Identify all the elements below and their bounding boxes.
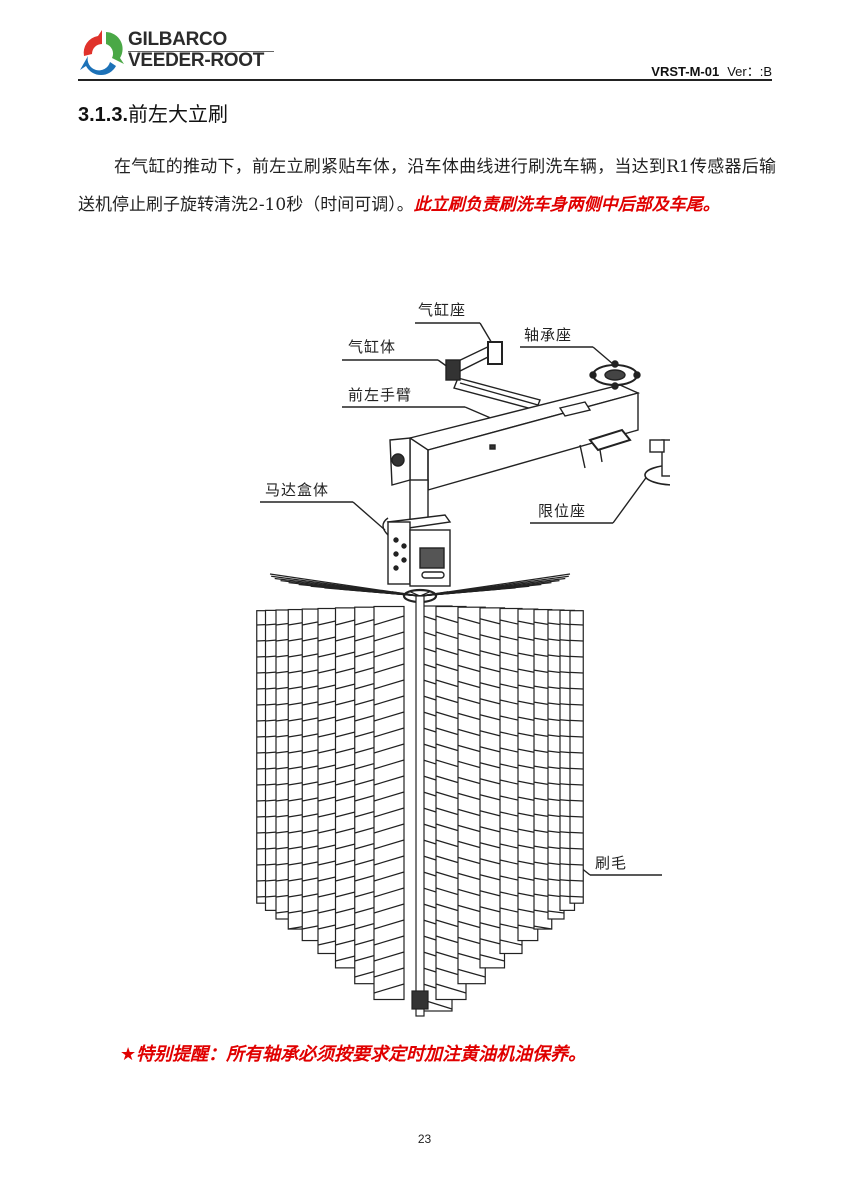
bristle-stripe	[373, 727, 405, 738]
bristle-stripe	[435, 983, 467, 994]
bristle-stripe	[569, 863, 584, 866]
bristle-stripe	[569, 895, 584, 898]
bristle-stripe	[569, 671, 584, 674]
label-motor-box: 马达盒体	[265, 481, 330, 499]
bristle-stripe	[373, 663, 405, 674]
label-bristles: 刷毛	[595, 854, 628, 872]
brush-diagram	[256, 322, 670, 1017]
bristle-stripe	[373, 775, 405, 786]
bristle-stripe	[373, 615, 405, 626]
bristle-stripe	[499, 939, 523, 946]
bristle-stripe	[373, 919, 405, 930]
bristle-blades	[256, 573, 584, 1017]
bristle-panel	[373, 605, 405, 1001]
document-id: VRST-M-01 Ver：:B	[651, 61, 772, 80]
label-bearing-seat: 轴承座	[524, 326, 573, 344]
page-header: GILBARCO VEEDER-ROOT VRST-M-01 Ver：:B	[78, 24, 772, 81]
bristle-stripe	[547, 910, 565, 914]
bristle-stripe	[373, 791, 405, 802]
reminder-text: ★特别提醒：所有轴承必须按要求定时加注黄油机油保养。	[120, 1044, 587, 1065]
header-divider	[78, 79, 772, 81]
label-cylinder-body: 气缸体	[348, 338, 397, 356]
section-number: 3.1.3.	[78, 104, 129, 126]
bristle-stripe	[373, 807, 405, 818]
description-text: 在气缸的推动下，前左立刷紧贴车体，沿车体曲线进行刷洗车辆，当达到R1传感器后输送…	[78, 157, 776, 215]
bristle-stripe	[373, 967, 405, 978]
bearing-seat	[589, 360, 641, 390]
motor-box	[382, 437, 452, 587]
bristle-stripe	[569, 751, 584, 754]
bristle-stripe	[569, 767, 584, 770]
bristle-stripe	[373, 951, 405, 962]
company-logo: GILBARCO VEEDER-ROOT	[78, 26, 278, 78]
brand-line-2: VEEDER-ROOT	[128, 50, 265, 71]
section-heading: 3.1.3.前左大立刷	[78, 98, 228, 127]
bristle-stripe	[569, 847, 584, 850]
logo-swirl-icon	[80, 30, 124, 75]
bristle-stripe	[373, 647, 405, 658]
bristle-fan-line	[419, 573, 571, 597]
front-left-arm	[408, 384, 641, 491]
bristle-stripe	[569, 735, 584, 738]
bristle-stripe	[373, 903, 405, 914]
page-number: 23	[417, 1132, 432, 1146]
label-cylinder-seat: 气缸座	[418, 301, 467, 319]
bristle-stripe	[569, 655, 584, 658]
bristle-stripe	[569, 799, 584, 802]
bristle-stripe	[373, 631, 405, 642]
bristle-stripe	[569, 623, 584, 626]
bristle-stripe	[569, 783, 584, 786]
bristle-stripe	[373, 743, 405, 754]
bristle-stripe	[373, 759, 405, 770]
maintenance-reminder: ★特别提醒：所有轴承必须按要求定时加注黄油机油保养。	[120, 1040, 586, 1066]
bristle-stripe	[373, 935, 405, 946]
bristle-stripe	[569, 879, 584, 882]
brush-shaft	[415, 595, 425, 1017]
limit-seat	[644, 439, 670, 486]
doc-version: Ver：:B	[727, 64, 772, 79]
bristle-stripe	[457, 968, 486, 978]
bristle-stripe	[373, 839, 405, 850]
bristle-stripe	[373, 871, 405, 882]
bristle-stripe	[373, 679, 405, 690]
bristle-stripe	[373, 855, 405, 866]
brand-line-1: GILBARCO	[128, 29, 227, 50]
bristle-stripe	[569, 639, 584, 642]
bristle-stripe	[373, 983, 405, 994]
section-title: 前左大立刷	[128, 102, 229, 126]
bristle-stripe	[373, 887, 405, 898]
cylinder-assembly	[445, 341, 541, 411]
brush-assembly-figure: 气缸座 气缸体 轴承座 前左手臂 马达盒体 限位座 刷毛	[250, 290, 670, 1020]
bristle-stripe	[569, 831, 584, 834]
bristle-stripe	[533, 925, 552, 930]
bristle-stripe	[569, 815, 584, 818]
bristle-stripe	[479, 954, 505, 962]
label-limit-seat: 限位座	[538, 502, 587, 520]
bristle-stripe	[373, 695, 405, 706]
bristle-stripe	[569, 719, 584, 722]
bristle-stripe	[569, 687, 584, 690]
doc-code: VRST-M-01	[651, 64, 720, 79]
brand-name: GILBARCO VEEDER-ROOT	[128, 30, 264, 70]
brand-divider	[128, 51, 274, 52]
lower-bearing-bracket	[579, 428, 632, 469]
description-highlight: 此立刷负责刷洗车身两侧中后部及车尾。	[413, 195, 720, 215]
bristle-fan-line	[391, 591, 421, 597]
bristle-fan-line	[410, 591, 421, 597]
bristle-stripe	[373, 823, 405, 834]
bristle-stripe	[569, 703, 584, 706]
label-front-left-arm: 前左手臂	[348, 386, 413, 404]
bristle-stripe	[373, 711, 405, 722]
bristle-panel	[569, 610, 584, 904]
description-paragraph: 在气缸的推动下，前左立刷紧贴车体，沿车体曲线进行刷洗车辆，当达到R1传感器后输送…	[78, 148, 776, 224]
brush-base-cap	[411, 990, 429, 1010]
